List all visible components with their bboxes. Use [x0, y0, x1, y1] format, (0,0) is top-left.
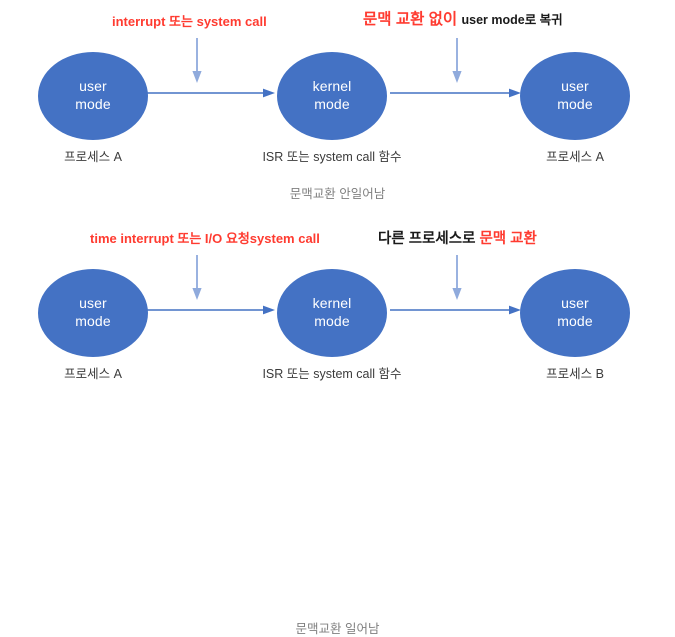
right-arrow-icon — [146, 303, 276, 317]
right-arrow-icon — [146, 86, 276, 100]
node-label-line2: mode — [314, 313, 350, 329]
annotation-black-text: user mode로 복귀 — [461, 13, 563, 27]
node-label-line1: user — [79, 78, 107, 95]
right-arrow-icon — [390, 86, 522, 100]
node-label-line2: mode — [314, 96, 350, 112]
annotation-time-interrupt-or-io-system-call: time interrupt 또는 I/O 요청system call — [90, 231, 320, 247]
node-label-line1: kernel — [312, 78, 352, 95]
node-label-line2: mode — [557, 313, 593, 329]
annotation-black-text: 다른 프로세스로 — [378, 231, 480, 247]
right-arrow-icon — [390, 303, 522, 317]
node-label-line2: mode — [75, 313, 111, 329]
node-caption-isr-function: ISR 또는 system call 함수 — [262, 150, 402, 164]
node-label-line2: mode — [557, 96, 593, 112]
node-label-line2: mode — [75, 96, 111, 112]
node-label-line1: user — [561, 78, 589, 95]
down-arrow-icon — [450, 38, 464, 84]
node-user-mode-return: user mode — [520, 52, 630, 140]
annotation-interrupt-or-system-call: interrupt 또는 system call — [112, 14, 267, 30]
flow-row-context-switch: time interrupt 또는 I/O 요청system call 다른 프… — [0, 217, 675, 636]
node-label-line1: user — [561, 295, 589, 312]
annotation-return-to-user-mode: 문맥 교환 없이 user mode로 복귀 — [363, 10, 563, 30]
annotation-red-text: interrupt 또는 system call — [112, 14, 267, 29]
node-user-mode-process-a: user mode — [38, 269, 148, 357]
node-label-line1: user — [79, 295, 107, 312]
annotation-red-text: 문맥 교환 없이 — [363, 11, 462, 28]
row-summary-context-switch: 문맥교환 일어남 — [295, 622, 380, 636]
node-caption-process-a: 프로세스 A — [64, 150, 122, 164]
node-label-line1: kernel — [312, 295, 352, 312]
node-caption-process-a-return: 프로세스 A — [546, 150, 604, 164]
node-caption-isr-function: ISR 또는 system call 함수 — [262, 367, 402, 381]
node-user-mode-process-a: user mode — [38, 52, 148, 140]
row-summary-no-context-switch: 문맥교환 안일어남 — [289, 187, 386, 201]
flow-row-no-context-switch: interrupt 또는 system call 문맥 교환 없이 user m… — [0, 0, 675, 216]
down-arrow-icon — [190, 38, 204, 84]
node-caption-process-b: 프로세스 B — [546, 367, 604, 381]
node-kernel-mode: kernel mode — [277, 52, 387, 140]
down-arrow-icon — [190, 255, 204, 301]
annotation-context-switch-to-other-process: 다른 프로세스로 문맥 교환 — [378, 229, 537, 248]
annotation-red-text: 문맥 교환 — [479, 231, 537, 247]
node-caption-process-a: 프로세스 A — [64, 367, 122, 381]
node-user-mode-process-b: user mode — [520, 269, 630, 357]
annotation-red-text: time interrupt 또는 I/O 요청system call — [90, 231, 320, 246]
down-arrow-icon — [450, 255, 464, 301]
node-kernel-mode: kernel mode — [277, 269, 387, 357]
